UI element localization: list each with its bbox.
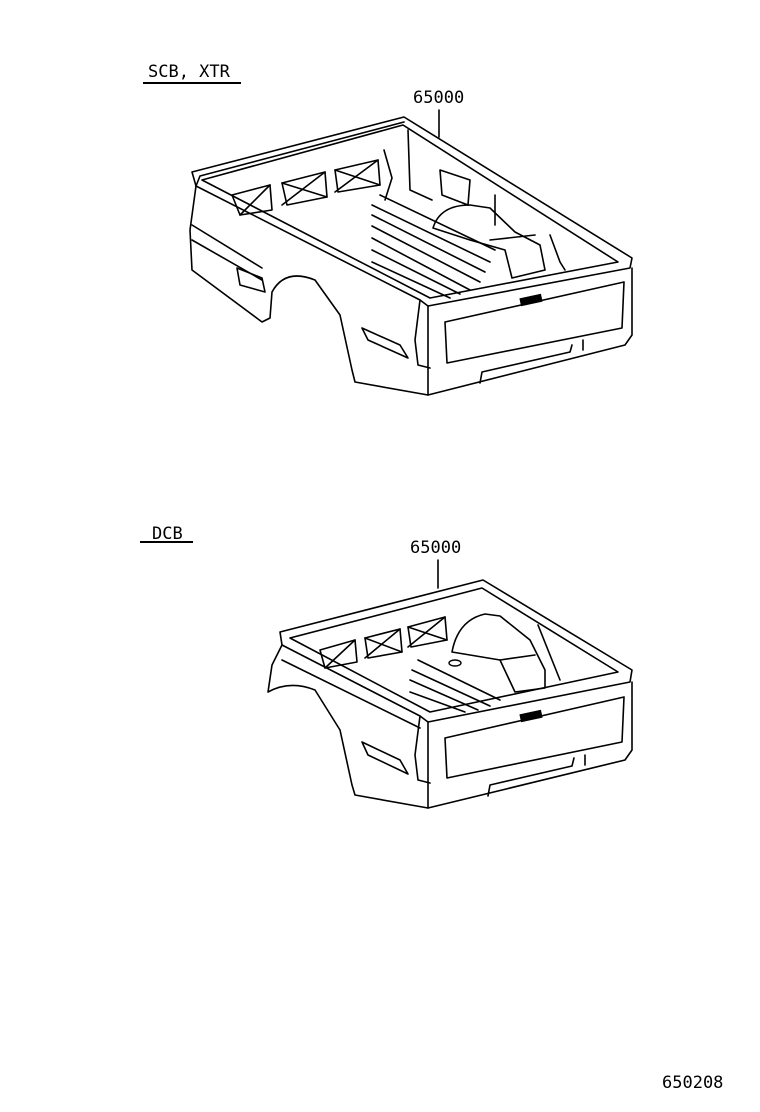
part-number-label-2[interactable]: 65000	[410, 538, 462, 558]
variant-label-dcb: DCB	[152, 524, 183, 544]
figure-code: 650208	[662, 1073, 724, 1093]
truck-bed-scb-xtr[interactable]	[189, 109, 633, 396]
part-number-label-1[interactable]: 65000	[413, 88, 465, 108]
variant-label-underline	[140, 541, 193, 543]
variant-label-underline	[143, 82, 241, 84]
variant-label-scb-xtr: SCB, XTR	[148, 62, 230, 82]
truck-bed-dcb[interactable]	[267, 559, 633, 809]
